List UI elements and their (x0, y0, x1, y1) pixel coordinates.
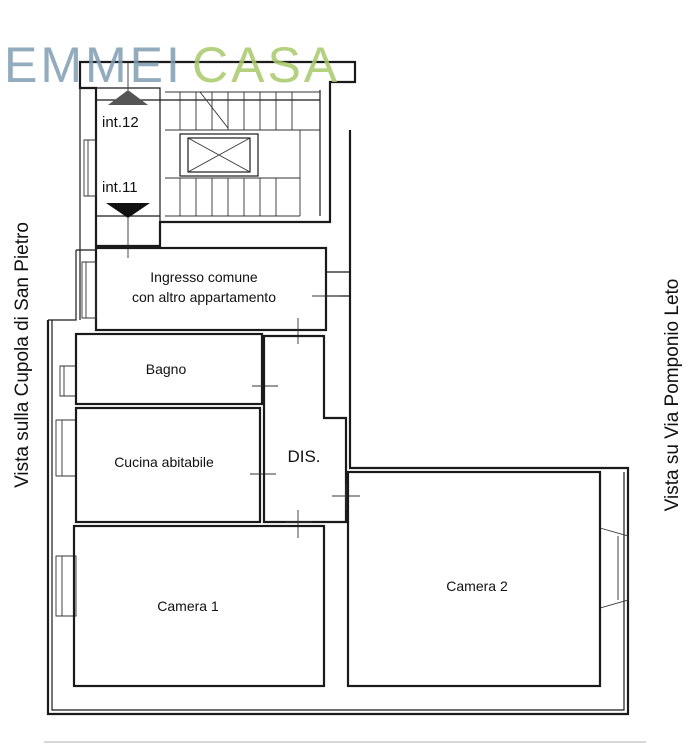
landing-label-lower: int.11 (102, 179, 138, 196)
kitchen-label: Cucina abitabile (114, 454, 214, 470)
logo: EMMEI CASA (4, 37, 340, 93)
landing-label-upper: int.12 (102, 114, 139, 131)
stairwell (78, 60, 357, 258)
entrance-label-line1: Ingresso comune (150, 269, 258, 285)
window-left-bathroom (59, 365, 77, 397)
window-left-entrance (81, 261, 97, 319)
bedroom2-room (346, 470, 602, 688)
stair-flight-upper (165, 91, 320, 131)
view-label-right: Vista su Via Pomponio Leto (662, 279, 683, 512)
hallway-label: DIS. (287, 447, 320, 466)
window-left-kitchen (55, 419, 77, 477)
hallway-room (262, 334, 360, 538)
elevator-shaft (179, 133, 259, 177)
entrance-label-line2: con altro appartamento (132, 289, 276, 305)
view-label-left: Vista sulla Cupola di San Pietro (12, 222, 33, 488)
stair-flight-lower (165, 130, 301, 217)
bedroom2-label: Camera 2 (446, 578, 508, 594)
window-left-bedroom1 (55, 555, 77, 617)
arrow-down-icon (106, 203, 150, 258)
logo-text-part1: EMMEI (4, 37, 183, 93)
window-left-stair (83, 139, 97, 197)
bedroom1-label: Camera 1 (157, 598, 219, 614)
arrow-up-icon (108, 62, 148, 105)
logo-text-part2: CASA (192, 37, 340, 93)
bathroom-label: Bagno (146, 361, 187, 377)
bedroom1-room (72, 524, 326, 688)
